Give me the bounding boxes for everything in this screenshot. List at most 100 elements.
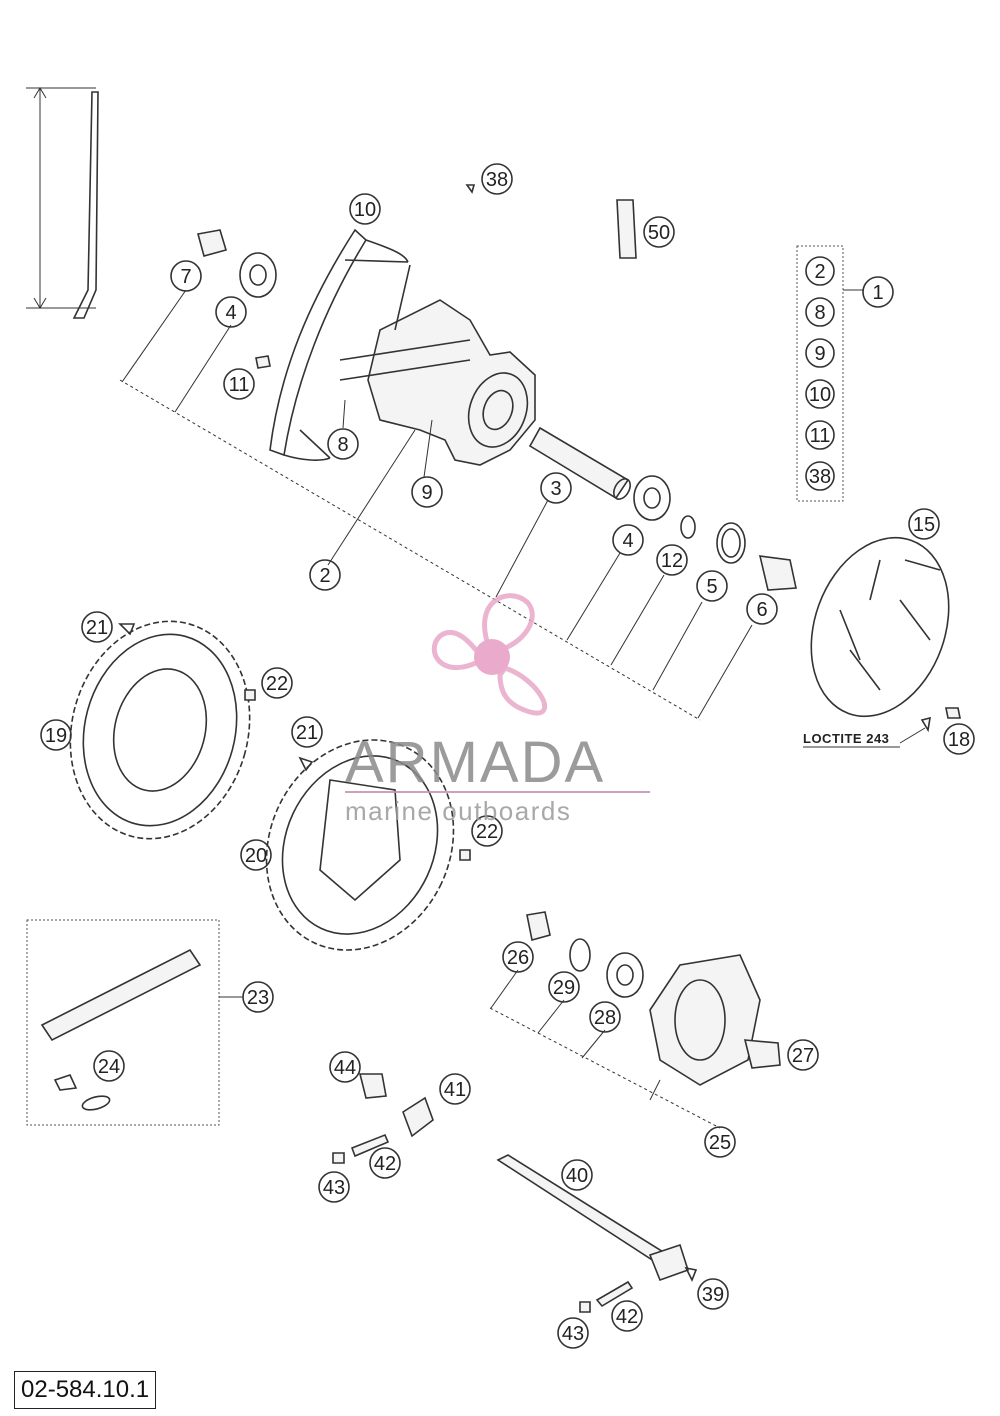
svg-text:10: 10	[809, 384, 831, 406]
callout-23: 23	[242, 981, 274, 1013]
svg-text:22: 22	[476, 821, 498, 843]
kit-item-8: 8	[805, 297, 835, 327]
svg-text:7: 7	[180, 266, 191, 288]
svg-text:41: 41	[444, 1079, 466, 1101]
svg-text:8: 8	[337, 434, 348, 456]
svg-text:44: 44	[334, 1057, 356, 1079]
callout-42-right: 42	[611, 1300, 643, 1332]
rim-part	[269, 228, 409, 461]
svg-text:25: 25	[709, 1132, 731, 1154]
callout-4-lower: 4	[612, 524, 644, 556]
hub-part	[339, 264, 536, 466]
callout-43-right: 43	[557, 1317, 589, 1349]
svg-text:39: 39	[702, 1284, 724, 1306]
chain-adjuster-parts	[332, 1073, 634, 1313]
callout-15: 15	[908, 508, 940, 540]
callout-10: 10	[349, 193, 381, 225]
callout-28: 28	[589, 1001, 621, 1033]
svg-text:4: 4	[225, 302, 236, 324]
wheel-leader-lines	[119, 289, 753, 721]
svg-text:43: 43	[323, 1177, 345, 1199]
callout-21-right: 21	[291, 716, 323, 748]
svg-text:27: 27	[792, 1045, 814, 1067]
callout-43-left: 43	[318, 1171, 350, 1203]
svg-text:23: 23	[247, 987, 269, 1009]
callout-22-left: 22	[261, 667, 293, 699]
callout-21-left: 21	[81, 611, 113, 643]
svg-text:40: 40	[566, 1165, 588, 1187]
kit-item-2: 2	[805, 256, 835, 286]
chain-box	[26, 919, 243, 1126]
document-number: 02-584.10.1	[14, 1371, 157, 1409]
axle-part	[496, 1154, 698, 1282]
svg-text:2: 2	[319, 565, 330, 587]
callout-7: 7	[170, 260, 202, 292]
watermark-brand: ARMADA	[345, 730, 605, 795]
svg-text:11: 11	[229, 374, 250, 396]
kit-item-9: 9	[805, 338, 835, 368]
callout-40: 40	[561, 1159, 593, 1191]
callout-42-left: 42	[369, 1147, 401, 1179]
svg-text:10: 10	[354, 199, 376, 221]
kit-item-11: 11	[805, 420, 835, 450]
svg-text:9: 9	[814, 343, 825, 365]
kit-bracket	[796, 245, 864, 502]
spacer-sleeve-part	[528, 426, 631, 500]
callout-25: 25	[704, 1126, 736, 1158]
callouts: 38 10 50 7 4 11 8 9 2 3 4 12 5 6 15 21 2…	[40, 163, 975, 1349]
svg-text:5: 5	[706, 576, 717, 598]
svg-text:50: 50	[648, 222, 670, 244]
callout-19: 19	[40, 719, 72, 751]
svg-text:38: 38	[486, 169, 508, 191]
propeller-logo-icon	[431, 593, 548, 716]
svg-text:21: 21	[86, 617, 108, 639]
callout-50: 50	[643, 216, 675, 248]
svg-text:4: 4	[622, 530, 633, 552]
svg-text:8: 8	[814, 302, 825, 324]
brake-disc-part	[810, 536, 961, 744]
callout-5: 5	[696, 570, 728, 602]
svg-text:28: 28	[594, 1007, 616, 1029]
callout-11: 11	[223, 368, 255, 400]
sprocket-carrier-part	[489, 911, 781, 1129]
svg-text:19: 19	[45, 725, 67, 747]
callout-22-right: 22	[471, 815, 503, 847]
callout-26: 26	[502, 941, 534, 973]
armada-watermark: ARMADA marine outboards	[345, 593, 650, 826]
sprocket-19-part	[69, 620, 256, 840]
svg-text:11: 11	[810, 425, 831, 447]
callout-8: 8	[327, 428, 359, 460]
svg-text:42: 42	[616, 1306, 638, 1328]
kit-item-10: 10	[805, 379, 835, 409]
callout-39: 39	[697, 1278, 729, 1310]
callout-9: 9	[411, 476, 443, 508]
callout-41: 41	[439, 1073, 471, 1105]
svg-text:2: 2	[814, 261, 825, 283]
svg-text:12: 12	[661, 550, 683, 572]
svg-text:15: 15	[913, 514, 935, 536]
callout-6: 6	[746, 593, 778, 625]
svg-text:29: 29	[553, 977, 575, 999]
svg-text:6: 6	[756, 599, 767, 621]
svg-text:24: 24	[98, 1056, 120, 1078]
callout-27: 27	[787, 1039, 819, 1071]
callout-3: 3	[540, 472, 572, 504]
svg-text:26: 26	[507, 947, 529, 969]
callout-12: 12	[656, 544, 688, 576]
svg-text:21: 21	[296, 722, 318, 744]
callout-38-top: 38	[481, 163, 513, 195]
callout-4-upper: 4	[215, 296, 247, 328]
callout-2: 2	[309, 559, 341, 591]
svg-text:9: 9	[421, 482, 432, 504]
sprocket-20-part	[265, 739, 471, 951]
callout-kit-1: 1	[862, 276, 894, 308]
spoke-part	[26, 87, 99, 319]
callout-44: 44	[329, 1051, 361, 1083]
callout-18: 18	[943, 723, 975, 755]
svg-text:43: 43	[562, 1323, 584, 1345]
svg-text:38: 38	[809, 466, 831, 488]
svg-text:3: 3	[550, 478, 561, 500]
svg-text:1: 1	[872, 282, 883, 304]
